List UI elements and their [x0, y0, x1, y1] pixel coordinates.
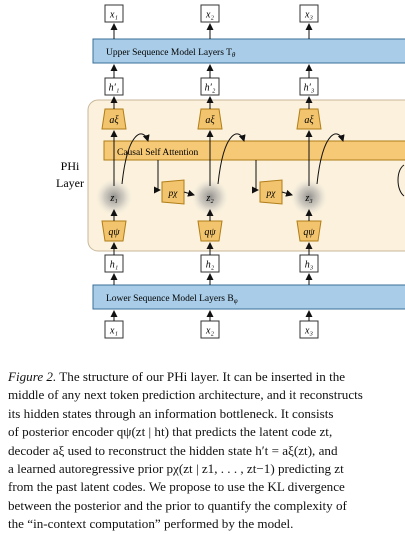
h-prime-1: h′₁	[109, 83, 120, 94]
caption-line8: between the posterior and the prior to q…	[8, 497, 347, 513]
bottom-token-1: x₁	[109, 326, 118, 337]
encoder-label-1: qψ	[108, 227, 120, 238]
upper-layers-box	[92, 38, 405, 64]
top-token-3-box	[299, 4, 319, 23]
bottom-token-2: x₂	[205, 326, 214, 337]
h-1: h₁	[110, 260, 118, 271]
prior-1	[161, 179, 185, 205]
edge-curve	[397, 164, 405, 197]
figure-caption: Figure 2. The structure of our PHi layer…	[8, 368, 402, 534]
h-prime-3: h′₃	[304, 83, 315, 94]
decoder-label-3: aξ	[304, 115, 314, 126]
caption-line7: from the past latent codes. We propose t…	[8, 479, 345, 495]
caption-line5: decoder aξ used to reconstruct the hidde…	[8, 442, 338, 458]
latent-glow-1	[96, 179, 132, 215]
top-token-2-box	[200, 4, 220, 23]
prior-to-latent-arrow-1	[183, 189, 195, 197]
caption-label: Figure 2.	[8, 369, 57, 384]
decoder-3	[296, 108, 322, 130]
lower-layers-box	[92, 284, 405, 310]
upper-layers-label: Upper Sequence Model Layers Tθ	[106, 48, 236, 59]
top-token-3: x₃	[304, 10, 313, 21]
prior-label-1: pχ	[168, 189, 179, 199]
latent-3: z₃	[304, 193, 313, 204]
h-2: h₂	[206, 260, 215, 271]
caption-line4: of posterior encoder qψ(zt | ht) that pr…	[8, 424, 333, 440]
causal-attention-bar	[103, 140, 405, 161]
bottom-token-3: x₃	[304, 326, 313, 337]
latent-to-attention-curve-1	[121, 133, 150, 185]
phi-layer-box	[87, 99, 405, 252]
encoder-2	[197, 220, 223, 242]
latent-to-attention-curve-2	[217, 133, 246, 185]
caption-line6: a learned autoregressive prior pχ(zt | z…	[8, 461, 344, 477]
top-token-1: x₁	[109, 10, 118, 21]
caption-line9: the “in-context computation” performed b…	[8, 516, 294, 532]
caption-line3: its hidden states through an information…	[8, 405, 334, 421]
decoder-1	[101, 108, 127, 130]
h-prime-2: h′₂	[205, 83, 216, 94]
latent-to-attention-curve-3	[316, 133, 345, 185]
decoder-label-2: aξ	[205, 115, 215, 126]
encoder-3	[296, 220, 322, 242]
attention-to-prior-arrow-1	[154, 160, 161, 194]
h-3: h₃	[305, 260, 314, 271]
latent-1: z₁	[109, 193, 117, 204]
causal-attention-label: Causal Self Attention	[117, 147, 199, 158]
encoder-label-3: qψ	[303, 227, 315, 238]
prior-label-2: pχ	[266, 189, 277, 199]
encoder-label-2: qψ	[204, 227, 216, 238]
encoder-1	[101, 220, 127, 242]
phi-label-line1: PHi	[61, 159, 80, 173]
lower-layers-label: Lower Sequence Model Layers Bφ	[106, 294, 238, 305]
caption-line2: middle of any next token prediction arch…	[8, 387, 363, 403]
decoder-label-1: aξ	[109, 115, 119, 126]
top-token-2: x₂	[205, 10, 214, 21]
latent-glow-2	[192, 179, 228, 215]
latent-glow-3	[291, 179, 327, 215]
decoder-2	[197, 108, 223, 130]
latent-2: z₂	[205, 193, 214, 204]
phi-label-line2: Layer	[56, 176, 84, 190]
top-token-1-box	[104, 4, 124, 23]
phi-layer-diagram: PHi Layer Upper Sequence Model Layers Tθ…	[56, 4, 405, 339]
caption-line1: The structure of our PHi layer. It can b…	[59, 369, 346, 384]
prior-to-latent-arrow-2	[281, 189, 293, 197]
attention-to-prior-arrow-2	[252, 160, 259, 194]
prior-2	[259, 179, 283, 205]
